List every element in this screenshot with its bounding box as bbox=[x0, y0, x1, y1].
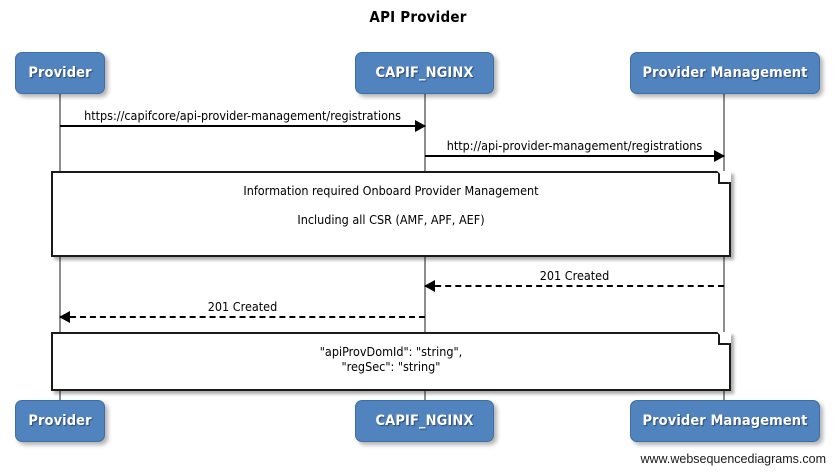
note-line-2a: "apiProvDomId": "string", bbox=[319, 344, 463, 359]
note-fold-corner-icon-1 bbox=[718, 171, 731, 184]
watermark-link: www.websequencediagrams.com bbox=[640, 452, 826, 466]
arrowhead-left-icon-3 bbox=[424, 280, 435, 292]
message-arrow-3[interactable]: 201 Created bbox=[424, 268, 724, 292]
participant-label-provider-bottom: Provider bbox=[28, 413, 92, 429]
note-body-2: "apiProvDomId": "string", "regSec": "str… bbox=[53, 334, 729, 374]
participant-label-provider-management-bottom: Provider Management bbox=[642, 413, 808, 429]
participant-label-provider-management-top: Provider Management bbox=[642, 65, 808, 81]
message-arrow-4[interactable]: 201 Created bbox=[59, 299, 425, 323]
message-label-1: https://capifcore/api-provider-managemen… bbox=[84, 108, 401, 123]
participant-label-capif-nginx-top: CAPIF_NGINX bbox=[375, 65, 474, 81]
message-arrow-1[interactable]: https://capifcore/api-provider-managemen… bbox=[60, 108, 426, 132]
message-label-2: http://api-provider-management/registrat… bbox=[446, 138, 703, 153]
arrowhead-right-icon-1 bbox=[415, 120, 426, 132]
participant-box-capif-nginx-bottom[interactable]: CAPIF_NGINX bbox=[355, 400, 494, 442]
arrowhead-left-icon-4 bbox=[59, 311, 70, 323]
participant-box-provider-management-bottom[interactable]: Provider Management bbox=[630, 400, 820, 442]
note-line-1a: Information required Onboard Provider Ma… bbox=[243, 183, 539, 198]
note-information-required: Information required Onboard Provider Ma… bbox=[51, 171, 731, 257]
participant-box-provider-top[interactable]: Provider bbox=[15, 52, 105, 94]
diagram-title: API Provider bbox=[369, 8, 467, 26]
participant-box-provider-bottom[interactable]: Provider bbox=[15, 400, 105, 442]
note-line-1b: Including all CSR (AMF, APF, AEF) bbox=[297, 212, 485, 227]
message-line-4 bbox=[60, 316, 425, 318]
message-line-1 bbox=[60, 125, 425, 127]
participant-box-capif-nginx-top[interactable]: CAPIF_NGINX bbox=[355, 52, 494, 94]
participant-label-capif-nginx-bottom: CAPIF_NGINX bbox=[375, 413, 474, 429]
message-label-4: 201 Created bbox=[207, 299, 278, 314]
note-body-1: Information required Onboard Provider Ma… bbox=[53, 173, 729, 227]
message-line-3 bbox=[425, 285, 724, 287]
arrowhead-right-icon-2 bbox=[714, 150, 725, 162]
message-arrow-2[interactable]: http://api-provider-management/registrat… bbox=[425, 138, 725, 162]
note-response-payload: "apiProvDomId": "string", "regSec": "str… bbox=[51, 332, 731, 391]
note-fold-corner-icon-2 bbox=[718, 332, 731, 345]
message-label-3: 201 Created bbox=[539, 268, 610, 283]
message-line-2 bbox=[425, 155, 724, 157]
participant-label-provider-top: Provider bbox=[28, 65, 92, 81]
note-line-2b: "regSec": "string" bbox=[341, 359, 441, 374]
participant-box-provider-management-top[interactable]: Provider Management bbox=[630, 52, 820, 94]
